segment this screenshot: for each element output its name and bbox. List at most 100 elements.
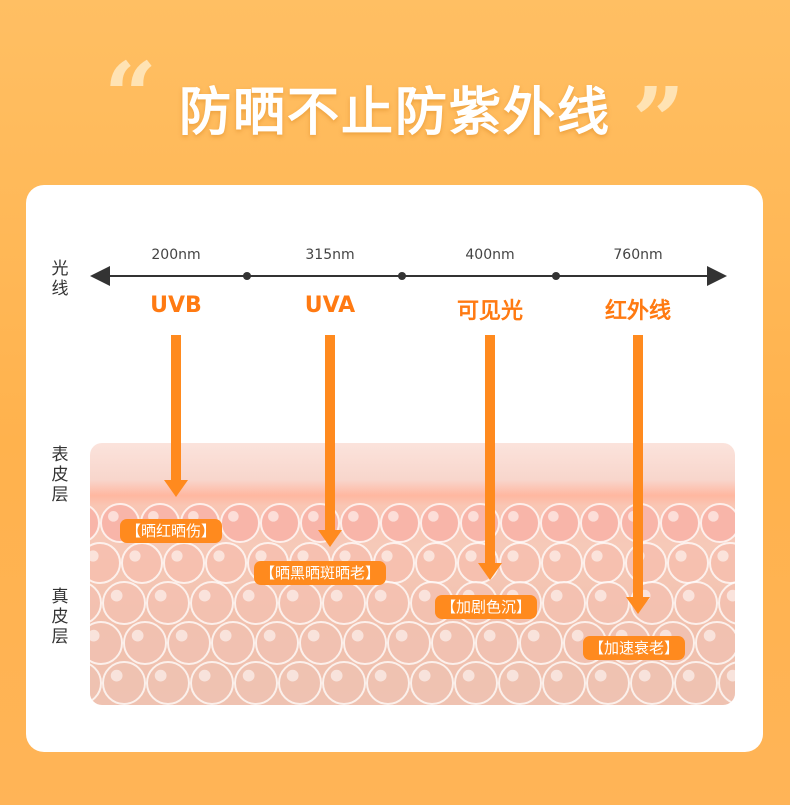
uva-arrow-shaft — [325, 335, 335, 530]
uvb-arrow-shaft — [171, 335, 181, 480]
visible-arrow-head-icon — [478, 563, 502, 580]
skin-cell-highlight — [90, 550, 99, 562]
skin-cell — [90, 663, 102, 703]
skin-cell-highlight — [339, 550, 351, 562]
skin-cell-highlight — [110, 589, 123, 602]
axis-arrow-right-icon — [707, 266, 727, 286]
skin-cell-highlight — [468, 511, 479, 522]
skin-cell-highlight — [297, 550, 309, 562]
skin-cell-highlight — [508, 511, 519, 522]
skin-cell-highlight — [255, 550, 267, 562]
dermis-label: 真皮层 — [51, 587, 69, 647]
skin-cell-highlight — [548, 511, 559, 522]
axis-arrow-left-icon — [90, 266, 110, 286]
skin-cell-highlight — [388, 511, 399, 522]
band-uva: UVA — [304, 293, 356, 318]
skin-cell-highlight — [591, 550, 603, 562]
light-axis — [90, 266, 727, 286]
skin-cell-highlight — [110, 669, 123, 682]
epidermis-label: 表皮层 — [51, 445, 69, 505]
skin-cell-highlight — [703, 629, 716, 642]
wavelength-315nm: 315nm — [305, 247, 355, 263]
skin-cell-highlight — [395, 629, 408, 642]
skin-cell-highlight — [594, 589, 607, 602]
skin-cell-highlight — [307, 629, 320, 642]
skin-cell — [709, 542, 735, 584]
skin-cell-highlight — [228, 511, 239, 522]
axis-dot-315nm — [243, 272, 251, 280]
band-uvb: UVB — [150, 293, 202, 318]
skin-cell-highlight — [726, 589, 735, 602]
wavelength-200nm: 200nm — [151, 247, 201, 263]
skin-cell-highlight — [348, 511, 359, 522]
open-quote-mark: “ — [104, 42, 157, 150]
skin-cell-highlight — [668, 511, 679, 522]
band-infrared: 红外线 — [604, 299, 671, 324]
skin-cell-highlight — [286, 589, 299, 602]
light-label: 光线 — [51, 259, 69, 299]
skin-cell-highlight — [286, 669, 299, 682]
skin-cell-highlight — [374, 589, 387, 602]
axis-dot-400nm — [398, 272, 406, 280]
skin-cell-highlight — [717, 550, 729, 562]
skin-cell-highlight — [594, 669, 607, 682]
skin-cell-highlight — [708, 511, 719, 522]
skin-cell-highlight — [330, 669, 343, 682]
skin-cell-highlight — [588, 511, 599, 522]
wavelength-760nm: 760nm — [613, 247, 663, 263]
effect-tag-infrared: 【加速衰老】 — [583, 636, 686, 660]
skin-cell-highlight — [465, 550, 477, 562]
skin-cell-highlight — [154, 589, 167, 602]
skin-cell-highlight — [418, 669, 431, 682]
skin-cell-highlight — [219, 629, 232, 642]
skin-cell-highlight — [171, 550, 183, 562]
skin-cell-highlight — [198, 669, 211, 682]
infrared-arrow-shaft — [633, 335, 643, 597]
skin-cell-highlight — [439, 629, 452, 642]
uva-arrow-head-icon — [318, 530, 342, 547]
skin-cell-highlight — [462, 669, 475, 682]
skin-cell-highlight — [213, 550, 225, 562]
skin-cell-highlight — [330, 589, 343, 602]
skin-cell-highlight — [175, 629, 188, 642]
skin-cell — [90, 583, 102, 623]
skin-cell-highlight — [550, 589, 563, 602]
skin-cell-highlight — [129, 550, 141, 562]
skin-cell — [90, 505, 100, 541]
band-visible-light: 可见光 — [456, 299, 523, 324]
close-quote-mark: ” — [632, 67, 685, 175]
skin-cell-highlight — [198, 589, 211, 602]
skin-cell-highlight — [682, 589, 695, 602]
skin-cell-highlight — [381, 550, 393, 562]
skin-cell-highlight — [682, 669, 695, 682]
skin-cell-highlight — [428, 511, 439, 522]
skin-cell-highlight — [131, 629, 144, 642]
skin-cell-highlight — [638, 669, 651, 682]
skin-cell-highlight — [242, 669, 255, 682]
skin-cell-highlight — [351, 629, 364, 642]
skin-cell-highlight — [108, 511, 119, 522]
skin-cell-highlight — [423, 550, 435, 562]
skin-cell-highlight — [268, 511, 279, 522]
effect-tag-uvb: 【晒红晒伤】 — [120, 519, 223, 543]
uvb-arrow-head-icon — [164, 480, 188, 497]
skin-cell-highlight — [90, 629, 100, 642]
skin-cell-highlight — [506, 669, 519, 682]
penetration-arrows — [164, 335, 650, 614]
axis-dot-760nm — [552, 272, 560, 280]
skin-cell-highlight — [242, 589, 255, 602]
skin-cell-highlight — [550, 669, 563, 682]
page-title: 防晒不止防紫外线 — [178, 83, 611, 143]
skin-cell-highlight — [483, 629, 496, 642]
skin-cell-highlight — [418, 589, 431, 602]
skin-cell-highlight — [507, 550, 519, 562]
skin-cell-highlight — [308, 511, 319, 522]
skin-cell-highlight — [726, 669, 735, 682]
skin-cell-highlight — [571, 629, 584, 642]
infrared-arrow-head-icon — [626, 597, 650, 614]
skin-cell-highlight — [263, 629, 276, 642]
skin-cell-highlight — [374, 669, 387, 682]
skin-cell-highlight — [675, 550, 687, 562]
effect-tag-visible-light: 【加剧色沉】 — [435, 595, 538, 619]
skin-cell-highlight — [154, 669, 167, 682]
